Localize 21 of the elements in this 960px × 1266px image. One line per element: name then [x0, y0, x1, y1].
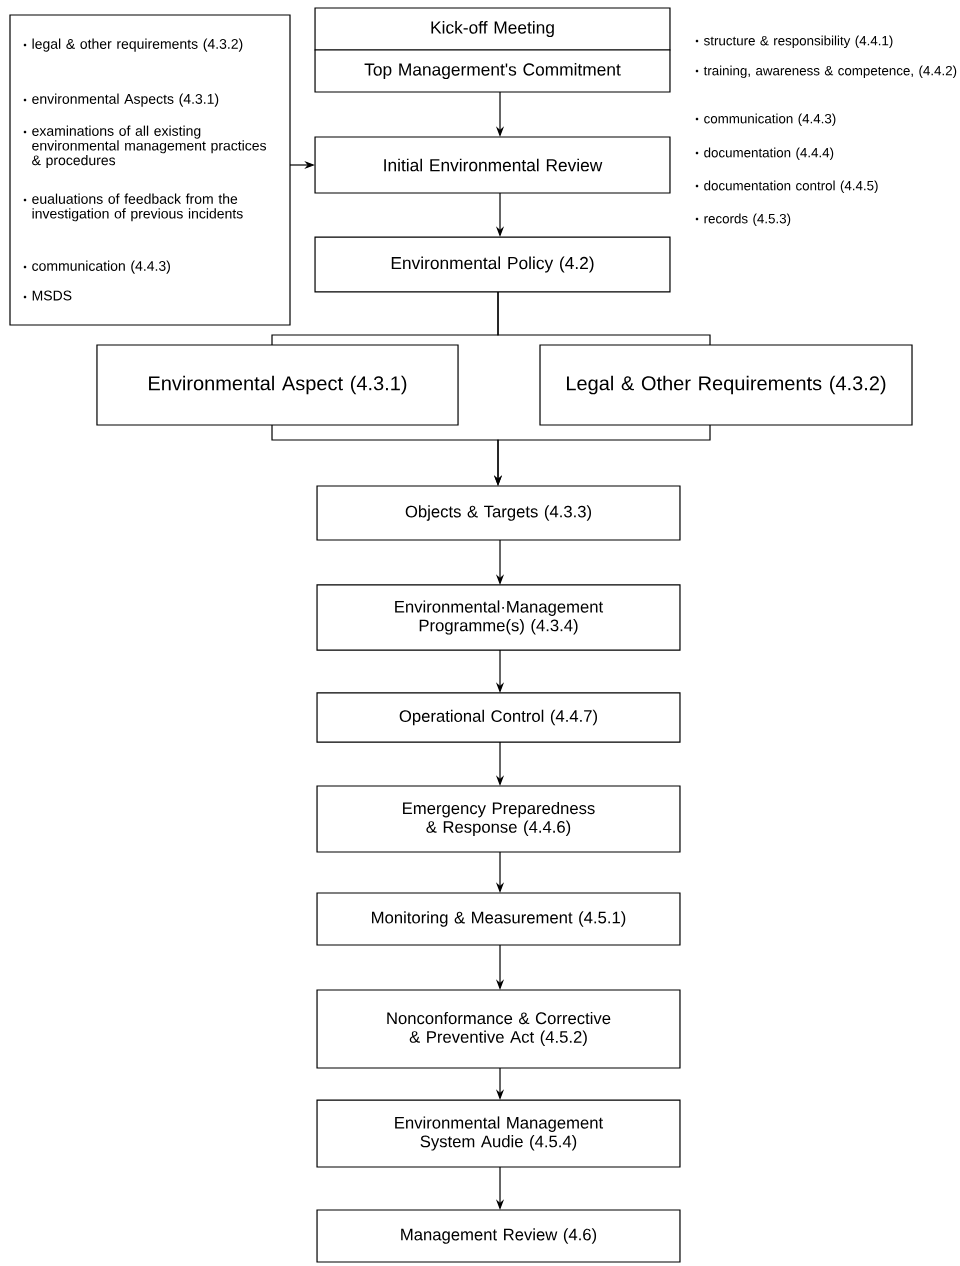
note-text: documentation (4.4.4): [695, 147, 834, 160]
list-box: legal & other requirements (4.3.2) environmental Aspects (4.3.1) examinations of all existing environmental management practices & procedures eualuations of feedback from the investigation of previous incidents communication (4.4.3) MSDS: [9, 14, 291, 326]
heading-box: Top Managerment's Commitment: [314, 49, 671, 93]
process-box: Environmental Aspect (4.3.1): [96, 344, 459, 426]
note-text: structure & responsibility (4.4.1): [695, 35, 893, 48]
process-box: Emergency Preparedness & Response (4.4.6): [316, 785, 681, 853]
process-box: Legal & Other Requirements (4.3.2): [539, 344, 913, 426]
process-box: Monitoring & Measurement (4.5.1): [316, 892, 681, 946]
heading-box: Kick-off Meeting: [314, 7, 671, 51]
process-box: Operational Control (4.4.7): [316, 692, 681, 743]
process-box: Initial Environmental Review: [314, 136, 671, 194]
process-box: Environmental Management System Audie (4.5.4): [316, 1099, 681, 1168]
note-text: training, awareness & competence, (4.4.2): [695, 65, 957, 78]
process-box: Management Review (4.6): [316, 1209, 681, 1263]
note-text: records (4.5.3): [695, 213, 791, 226]
note-text: communication (4.4.3): [695, 113, 836, 126]
process-box: Environmental·Management Programme(s) (4.3.4): [316, 584, 681, 651]
note-text: documentation control (4.4.5): [695, 180, 878, 193]
process-box: Nonconformance & Corrective & Preventive Act (4.5.2): [316, 989, 681, 1069]
process-box: Objects & Targets (4.3.3): [316, 485, 681, 541]
process-box: Environmental Policy (4.2): [314, 236, 671, 293]
